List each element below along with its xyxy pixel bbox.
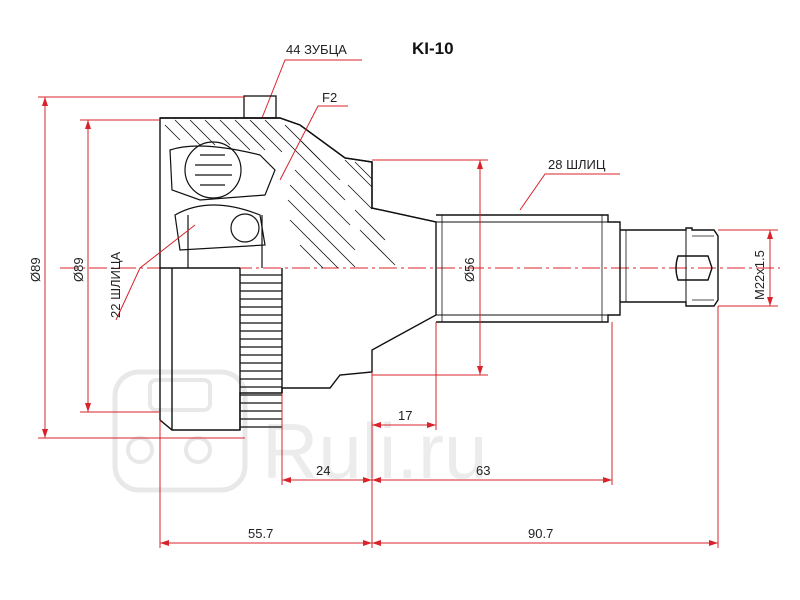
teeth-label: 44 ЗУБЦА [286, 42, 347, 57]
dim-length-90-7: 90.7 [528, 526, 553, 541]
part-title: KI-10 [412, 39, 454, 58]
splines-inner-leader [115, 224, 196, 321]
ball [184, 141, 242, 199]
dimension-arrows [42, 97, 773, 546]
dim-length-24: 24 [316, 463, 330, 478]
dim-thread: M22x1.5 [752, 250, 767, 300]
cage [169, 145, 276, 201]
dim-outer-diameter-2: Ø89 [71, 257, 86, 282]
watermark-spring-icon [184, 436, 212, 464]
splines-inner-label: 22 ШЛИЦА [108, 252, 123, 318]
abs-ring-teeth [240, 274, 282, 428]
thread-outline [620, 227, 719, 307]
spline-shaft [436, 214, 621, 323]
splines-outer-leader [519, 173, 620, 211]
watermark-bolt-icon [126, 436, 154, 464]
watermark-car-icon [148, 378, 212, 412]
watermark-logo: Ruli.ru [112, 369, 487, 495]
threaded-end [620, 227, 719, 307]
thread-tip-detail [675, 255, 713, 281]
ball-cage [169, 141, 276, 268]
watermark-frame [112, 369, 248, 493]
shaft-outline [436, 214, 621, 323]
dim-length-63: 63 [476, 463, 490, 478]
splines-outer-label: 28 ШЛИЦ [548, 157, 606, 172]
teeth-leader [261, 59, 362, 119]
housing-top-edge [160, 117, 437, 223]
dim-outer-diameter: Ø89 [28, 257, 43, 282]
inner-ring [230, 213, 260, 243]
dimension-lines [38, 96, 778, 548]
annotation-leaders [115, 59, 620, 321]
dim-seal-diameter: Ø56 [462, 257, 477, 282]
f2-leader [279, 105, 348, 181]
f2-label: F2 [322, 90, 337, 105]
dim-length-55-7: 55.7 [248, 526, 273, 541]
gear-tooth-callout [243, 95, 277, 119]
dim-length-17: 17 [398, 408, 412, 423]
watermark-text: Ruli.ru [262, 407, 487, 495]
section-hatching [164, 119, 396, 269]
